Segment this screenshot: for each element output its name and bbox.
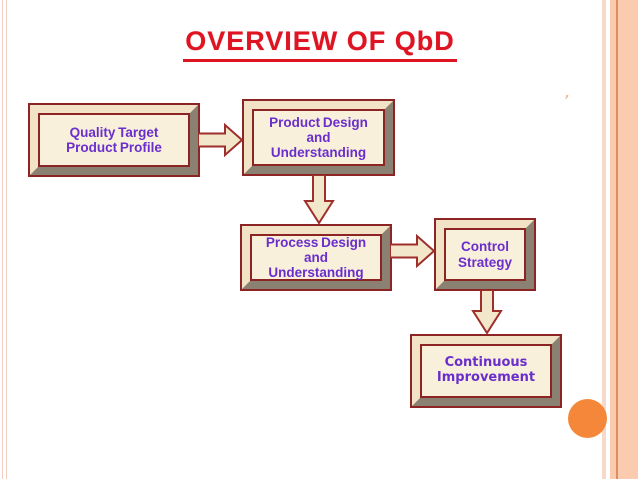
box-label-line: Strategy — [457, 254, 513, 270]
accent-circle — [568, 399, 607, 438]
box-label-line: Product Design — [269, 114, 368, 130]
slide-title: OVERVIEW OF QbD — [183, 26, 457, 62]
flow-box-product-design-and-understanding: Product Design and Understanding — [242, 99, 395, 176]
box-bevel: Quality Target Product Profile — [30, 105, 198, 175]
box-label-line: Control — [461, 239, 509, 255]
box-label-line: Continuous — [444, 355, 528, 371]
box-bevel: Process Design and Understanding — [242, 226, 390, 289]
box-bevel: Product Design and Understanding — [244, 101, 393, 174]
right-border-band — [610, 0, 638, 479]
flow-box-quality-target-product-profile: Quality Target Product Profile — [28, 103, 200, 177]
box-label: Quality Target Product Profile — [38, 113, 190, 167]
box-label-line: Quality Target — [69, 124, 159, 140]
box-label: Process Design and Understanding — [250, 234, 382, 281]
right-border-band-line — [616, 0, 618, 479]
box-bevel: Continuous Improvement — [412, 336, 560, 406]
right-border-thin-stripe — [602, 0, 606, 479]
box-label-line: Understanding — [270, 145, 367, 161]
box-label-line: Improvement — [436, 370, 536, 385]
stray-mark: ʼ — [561, 91, 569, 110]
box-label-line: Product Profile — [66, 140, 162, 155]
flow-arrow-right-process-design-to-control-strategy — [390, 234, 436, 268]
flow-box-continuous-improvement: Continuous Improvement — [410, 334, 562, 408]
box-label: Continuous Improvement — [420, 344, 552, 398]
left-border-lines — [2, 0, 7, 479]
box-label-line: Understanding — [268, 265, 364, 281]
flow-box-control-strategy: Control Strategy — [434, 218, 536, 291]
box-label-line: and — [303, 249, 328, 265]
box-label-line: Process Design — [265, 234, 367, 250]
box-label-line: and — [306, 129, 331, 145]
box-label: Product Design and Understanding — [252, 109, 385, 166]
flow-arrow-down-control-strategy-to-continuous-improvement — [471, 290, 503, 335]
flow-arrow-down-product-design-to-process-design — [303, 175, 335, 225]
slide-title-container: OVERVIEW OF QbD — [120, 26, 520, 62]
box-label: Control Strategy — [444, 228, 526, 281]
flow-box-process-design-and-understanding: Process Design and Understanding — [240, 224, 392, 291]
box-bevel: Control Strategy — [436, 220, 534, 289]
flow-arrow-right-qtpp-to-product-design — [198, 123, 244, 157]
